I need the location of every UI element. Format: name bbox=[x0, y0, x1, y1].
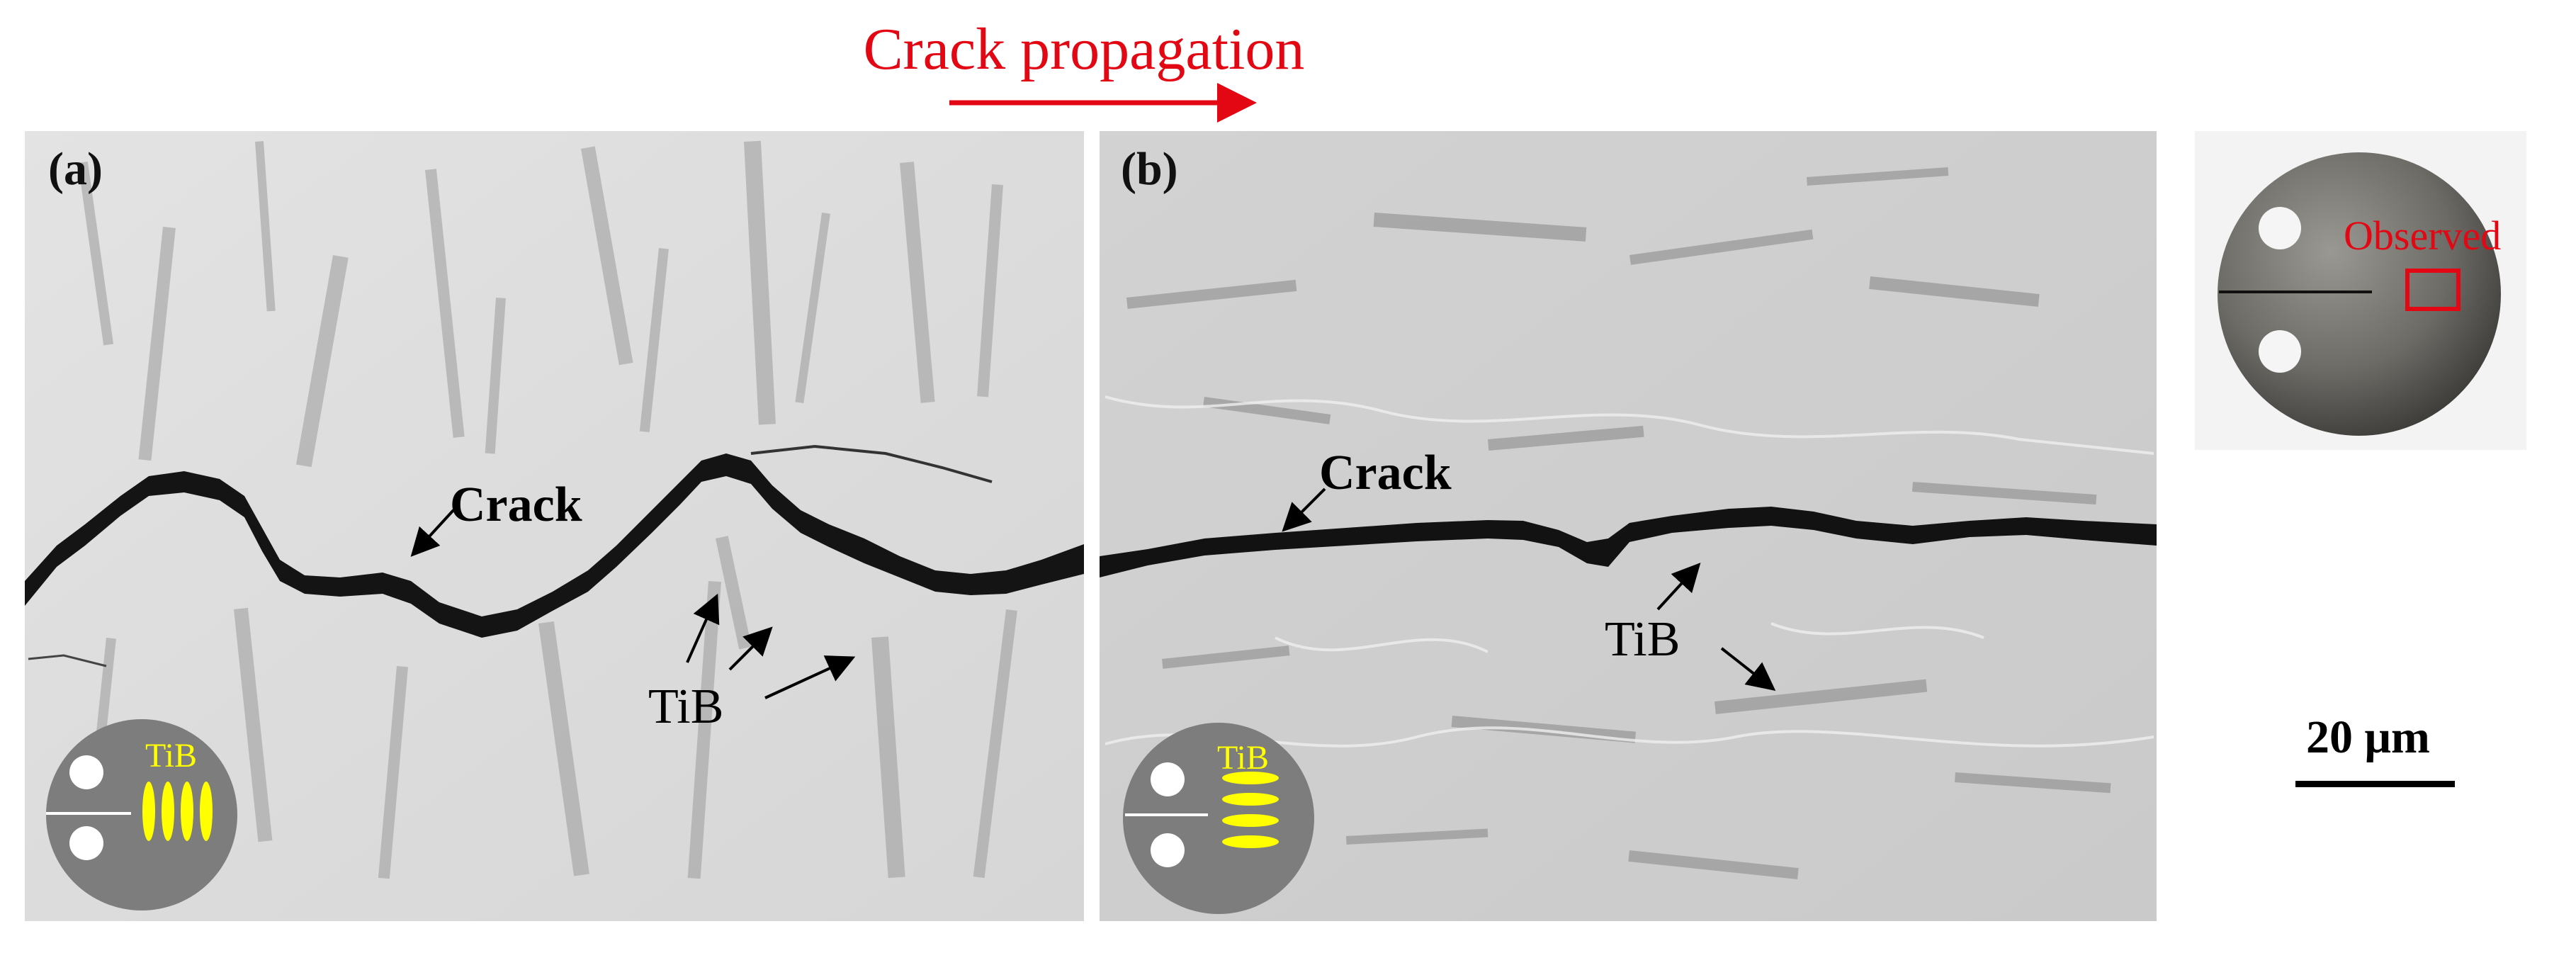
panel-b-tib-label: TiB bbox=[1605, 612, 1680, 667]
panel-b: (b) Crack TiB TiB bbox=[1100, 131, 2157, 921]
panel-a: (a) Crack TiB TiB bbox=[25, 131, 1084, 921]
panel-a-crack bbox=[25, 453, 1084, 638]
panel-a-tib-arrow-3 bbox=[764, 655, 856, 699]
panel-a-tib-arrow-2 bbox=[728, 626, 773, 671]
observed-region-box bbox=[2405, 269, 2461, 311]
panel-a-crack-branch-2 bbox=[28, 654, 107, 667]
panel-a-tib-arrow-1 bbox=[686, 593, 720, 663]
specimen-photo bbox=[2195, 131, 2526, 450]
panel-a-label: (a) bbox=[48, 143, 103, 195]
scale-bar-label: 20 μm bbox=[2306, 711, 2430, 763]
panel-b-tib-arrow-2 bbox=[1720, 647, 1776, 691]
panel-b-crack-label: Crack bbox=[1319, 446, 1452, 500]
panel-b-inset-schematic bbox=[1123, 723, 1314, 914]
panel-a-crack-branch bbox=[750, 444, 993, 483]
panel-b-inset-label: TiB bbox=[1217, 739, 1269, 777]
observed-label: Observed bbox=[2344, 213, 2501, 259]
panel-a-inset-label: TiB bbox=[145, 737, 197, 774]
panel-b-crack-arrow bbox=[1282, 487, 1326, 532]
panel-a-tib-label: TiB bbox=[648, 679, 723, 734]
panel-a-tib-whiskers bbox=[78, 140, 1017, 879]
panel-b-label: (b) bbox=[1121, 143, 1178, 195]
panel-a-crack-label: Crack bbox=[450, 478, 582, 532]
panel-b-tib-arrow-1 bbox=[1656, 563, 1701, 611]
panel-a-crack-arrow bbox=[410, 509, 455, 557]
panel-a-inset-schematic bbox=[46, 719, 237, 910]
panel-b-crack bbox=[1100, 507, 2157, 577]
figure-title: Crack propagation bbox=[863, 16, 1305, 82]
scale-bar bbox=[2295, 781, 2455, 787]
